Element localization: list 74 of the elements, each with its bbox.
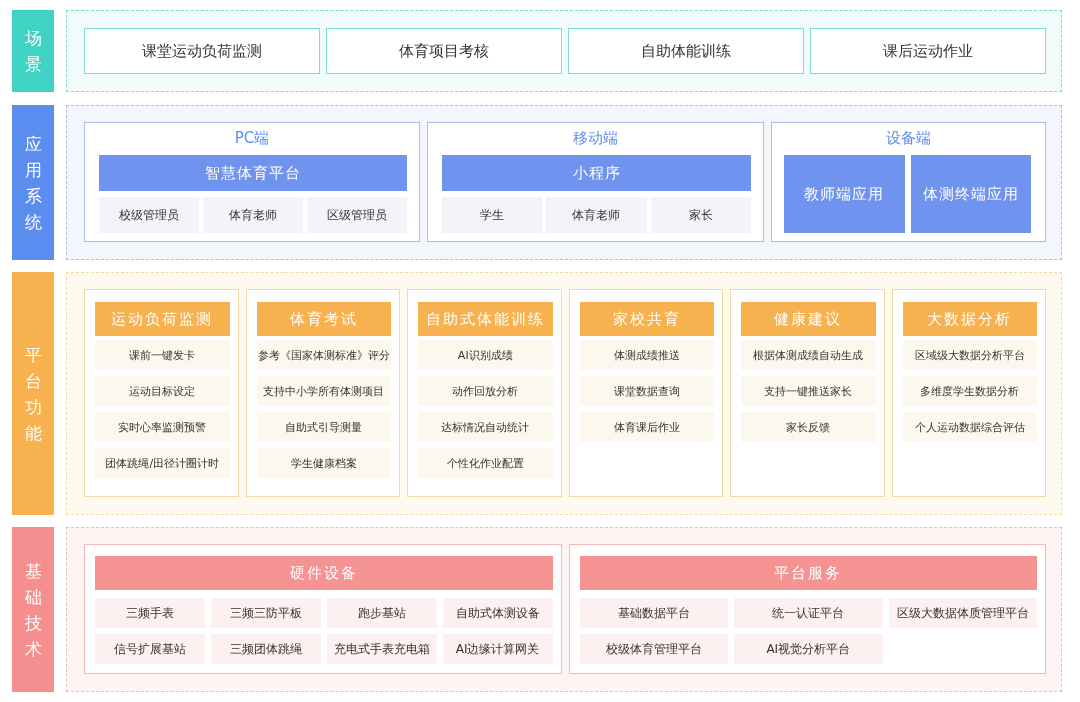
group-title: PC端 <box>233 127 271 149</box>
feature-item: 体测成绩推送 <box>579 340 714 370</box>
group-panel <box>891 289 1046 497</box>
feature-item: 跑步基站 <box>326 598 437 628</box>
group-panel <box>84 289 239 497</box>
group-title: 移动端 <box>572 127 619 149</box>
group-panel <box>84 544 562 674</box>
group-panel <box>84 122 420 242</box>
feature-item: 体育老师 <box>203 197 303 233</box>
scene-box: 体育项目考核 <box>326 28 562 74</box>
feature-item: 自助式引导测量 <box>256 412 391 442</box>
feature-item: 体育课后作业 <box>579 412 714 442</box>
group-title: 设备端 <box>885 127 932 149</box>
feature-item: 团体跳绳/田径计圈计时 <box>95 448 230 478</box>
group-panel <box>427 122 764 242</box>
layer-tab: 平台功能 <box>12 272 54 515</box>
column-header: 大数据分析 <box>902 302 1037 336</box>
feature-item: AI边缘计算网关 <box>442 634 553 664</box>
feature-item: 统一认证平台 <box>734 598 883 628</box>
feature-item: 区域级大数据分析平台 <box>902 340 1037 370</box>
layer-tab: 场景 <box>12 10 54 92</box>
feature-item: 学生 <box>442 197 543 233</box>
feature-item: 学生健康档案 <box>256 448 391 478</box>
feature-item: 实时心率监测预警 <box>95 412 230 442</box>
group-panel <box>568 544 1046 674</box>
feature-item: 个性化作业配置 <box>418 448 553 478</box>
feature-item: 达标情况自动统计 <box>418 412 553 442</box>
layer-tab: 应用系统 <box>12 105 54 260</box>
feature-item: 课前一键发卡 <box>95 340 230 370</box>
feature-item: 体育老师 <box>546 197 647 233</box>
feature-item: 校级体育管理平台 <box>579 634 728 664</box>
feature-item: 多维度学生数据分析 <box>902 376 1037 406</box>
section-header: 平台服务 <box>579 556 1037 590</box>
feature-item: 个人运动数据综合评估 <box>902 412 1037 442</box>
column-header: 健康建议 <box>741 302 876 336</box>
feature-item: 三频团体跳绳 <box>210 634 321 664</box>
feature-item: AI视觉分析平台 <box>734 634 883 664</box>
feature-item: 根据体测成绩自动生成 <box>741 340 876 370</box>
scene-box: 课堂运动负荷监测 <box>84 28 320 74</box>
scene-box: 自助体能训练 <box>568 28 804 74</box>
column-header: 家校共育 <box>579 302 714 336</box>
feature-item: 三频手表 <box>95 598 205 628</box>
feature-item: 基础数据平台 <box>579 598 728 628</box>
feature-item: AI识别成绩 <box>418 340 553 370</box>
group-panel <box>568 289 723 497</box>
feature-item: 参考《国家体测标准》评分 <box>256 340 391 370</box>
feature-item: 支持一键推送家长 <box>741 376 876 406</box>
platform-bar: 小程序 <box>442 155 751 191</box>
feature-item: 校级管理员 <box>99 197 199 233</box>
group-panel <box>407 289 562 497</box>
platform-bar: 体测终端应用 <box>910 155 1031 233</box>
layer-tab: 基础技术 <box>12 527 54 692</box>
feature-item: 家长 <box>650 197 751 233</box>
feature-item: 区级大数据体质管理平台 <box>888 598 1037 628</box>
platform-bar: 教师端应用 <box>784 155 905 233</box>
group-panel <box>730 289 885 497</box>
feature-item: 运动目标设定 <box>95 376 230 406</box>
feature-item: 区级管理员 <box>307 197 407 233</box>
section-header: 硬件设备 <box>95 556 553 590</box>
feature-item: 课堂数据查询 <box>579 376 714 406</box>
feature-item: 支持中小学所有体测项目 <box>256 376 391 406</box>
scene-box: 课后运动作业 <box>810 28 1046 74</box>
group-panel <box>245 289 400 497</box>
feature-item: 动作回放分析 <box>418 376 553 406</box>
feature-item: 三频三防平板 <box>210 598 321 628</box>
feature-item: 信号扩展基站 <box>95 634 205 664</box>
feature-item: 充电式手表充电箱 <box>326 634 437 664</box>
feature-item: 家长反馈 <box>741 412 876 442</box>
column-header: 自助式体能训练 <box>418 302 553 336</box>
group-panel <box>771 122 1046 242</box>
column-header: 运动负荷监测 <box>95 302 230 336</box>
column-header: 体育考试 <box>256 302 391 336</box>
feature-item: 自助式体测设备 <box>442 598 553 628</box>
platform-bar: 智慧体育平台 <box>99 155 407 191</box>
